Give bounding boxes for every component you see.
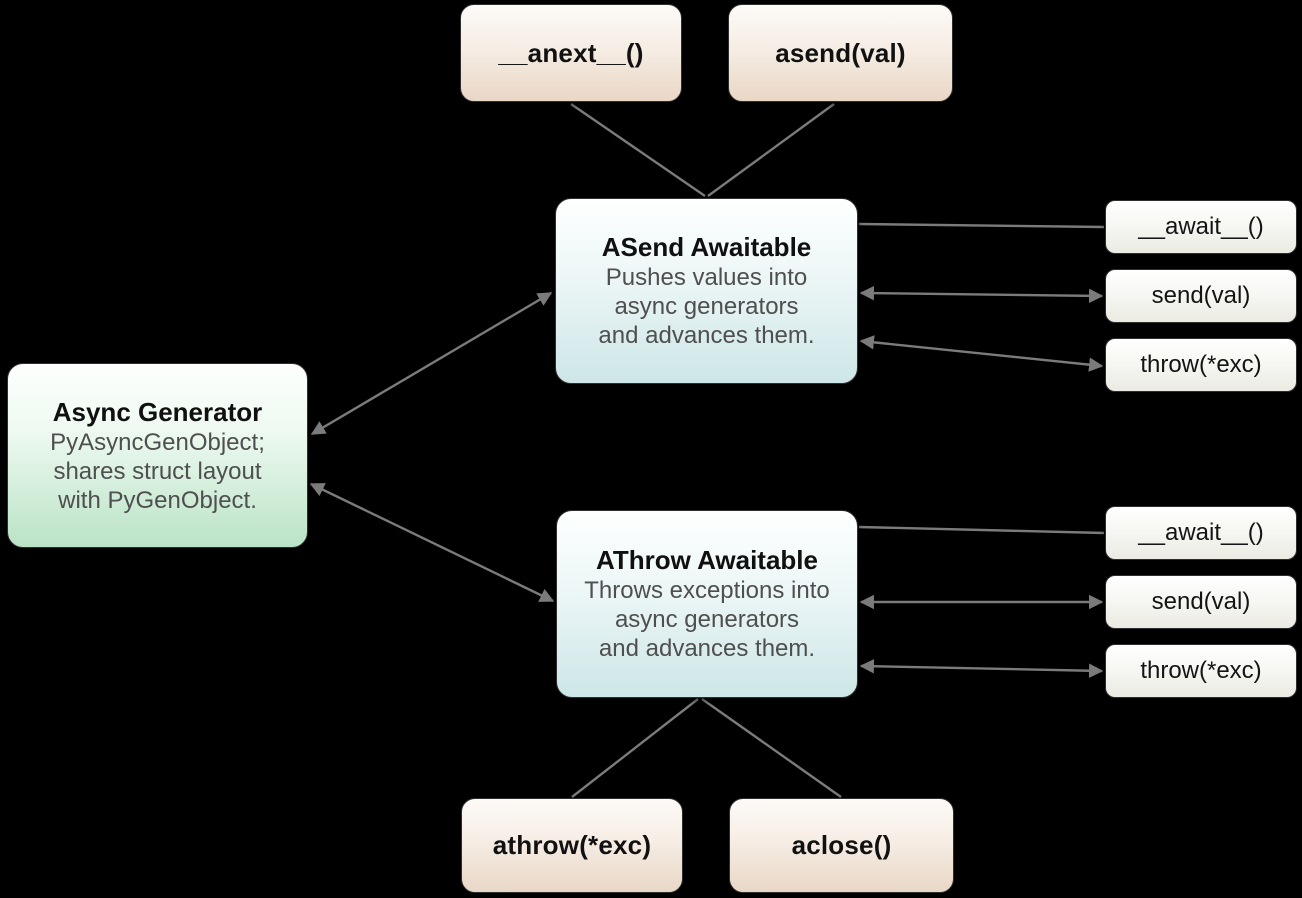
edge-asend-awaitable-await bbox=[858, 222, 1105, 229]
node-athrow-awaitable: AThrow Awaitable Throws exceptions into … bbox=[556, 510, 858, 698]
edge-generator-asend-awaitable bbox=[310, 291, 553, 436]
node-athrow-send: send(val) bbox=[1105, 575, 1297, 629]
node-asend-awaitable: ASend Awaitable Pushes values into async… bbox=[555, 198, 858, 384]
node-asend-label: asend(val) bbox=[775, 37, 906, 68]
edge-athrow-awaitable-throw bbox=[859, 659, 1104, 678]
node-asend-await: __await__() bbox=[1105, 200, 1297, 254]
node-asend-await-label: __await__() bbox=[1138, 213, 1264, 240]
node-athrow-await: __await__() bbox=[1105, 506, 1297, 560]
edge-athrow-awaitable-to-athrow bbox=[571, 698, 699, 798]
node-asend-awaitable-desc-line: async generators bbox=[614, 293, 799, 320]
node-athrow: athrow(*exc) bbox=[461, 798, 683, 893]
node-athrow-awaitable-desc-line: async generators bbox=[614, 606, 800, 633]
node-asend-throw: throw(*exc) bbox=[1105, 338, 1297, 392]
node-asend-throw-label: throw(*exc) bbox=[1140, 351, 1262, 378]
node-async-generator-desc-line: shares struct layout bbox=[53, 457, 262, 485]
edge-asend-awaitable-throw bbox=[859, 335, 1104, 372]
edge-asend-to-asend-awaitable bbox=[707, 103, 835, 197]
node-async-generator-title: Async Generator bbox=[52, 396, 263, 427]
node-async-generator-desc-line: PyAsyncGenObject; bbox=[50, 428, 265, 456]
node-async-generator: Async Generator PyAsyncGenObject; shares… bbox=[7, 363, 308, 548]
node-athrow-label: athrow(*exc) bbox=[492, 830, 652, 860]
edge-generator-athrow-awaitable bbox=[309, 482, 555, 603]
node-asend-send: send(val) bbox=[1105, 269, 1297, 323]
node-athrow-send-label: send(val) bbox=[1151, 588, 1251, 615]
node-athrow-await-label: __await__() bbox=[1138, 519, 1264, 546]
node-asend-send-label: send(val) bbox=[1151, 282, 1251, 309]
node-asend-awaitable-desc-line: and advances them. bbox=[598, 322, 815, 349]
node-athrow-awaitable-desc-line: Throws exceptions into bbox=[584, 577, 830, 604]
edge-athrow-awaitable-to-aclose bbox=[701, 698, 842, 798]
node-asend-awaitable-title: ASend Awaitable bbox=[601, 232, 812, 262]
node-aclose-label: aclose() bbox=[791, 830, 892, 860]
edge-athrow-awaitable-await bbox=[858, 525, 1105, 535]
node-anext-label: __anext__() bbox=[498, 37, 644, 68]
node-anext: __anext__() bbox=[460, 4, 682, 102]
node-athrow-awaitable-desc-line: and advances them. bbox=[598, 635, 816, 662]
node-athrow-throw-label: throw(*exc) bbox=[1140, 657, 1262, 684]
node-asend-awaitable-desc-line: Pushes values into bbox=[605, 264, 808, 291]
node-aclose: aclose() bbox=[729, 798, 954, 893]
node-async-generator-desc-line: with PyGenObject. bbox=[58, 486, 257, 514]
node-asend: asend(val) bbox=[728, 4, 953, 102]
node-athrow-awaitable-title: AThrow Awaitable bbox=[596, 545, 818, 575]
edge-anext-to-asend-awaitable bbox=[570, 103, 706, 197]
node-athrow-throw: throw(*exc) bbox=[1105, 644, 1297, 698]
edge-asend-awaitable-send bbox=[859, 285, 1104, 304]
